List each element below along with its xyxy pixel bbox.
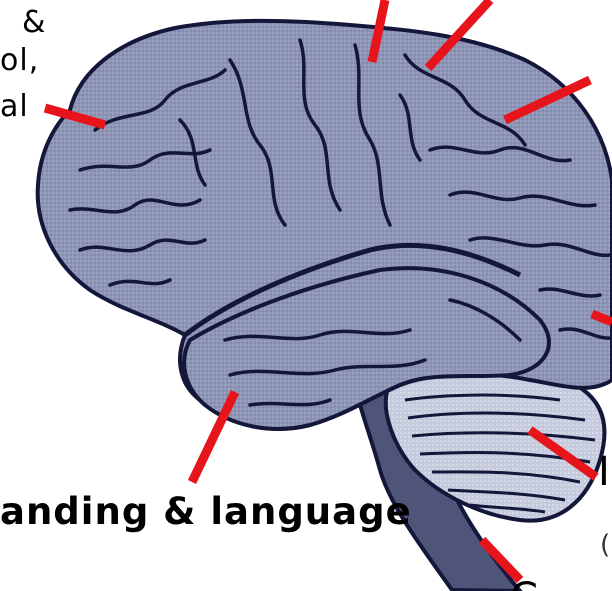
label-cerebellum-sub: ( xyxy=(600,532,610,558)
label-frontal-line3: al xyxy=(0,92,29,122)
label-brainstem: C xyxy=(510,578,538,591)
label-cerebellum: I xyxy=(598,452,610,492)
label-frontal-line1: & xyxy=(22,8,46,38)
label-temporal: anding & language xyxy=(0,493,412,530)
label-frontal-line2: ol, xyxy=(0,46,39,76)
